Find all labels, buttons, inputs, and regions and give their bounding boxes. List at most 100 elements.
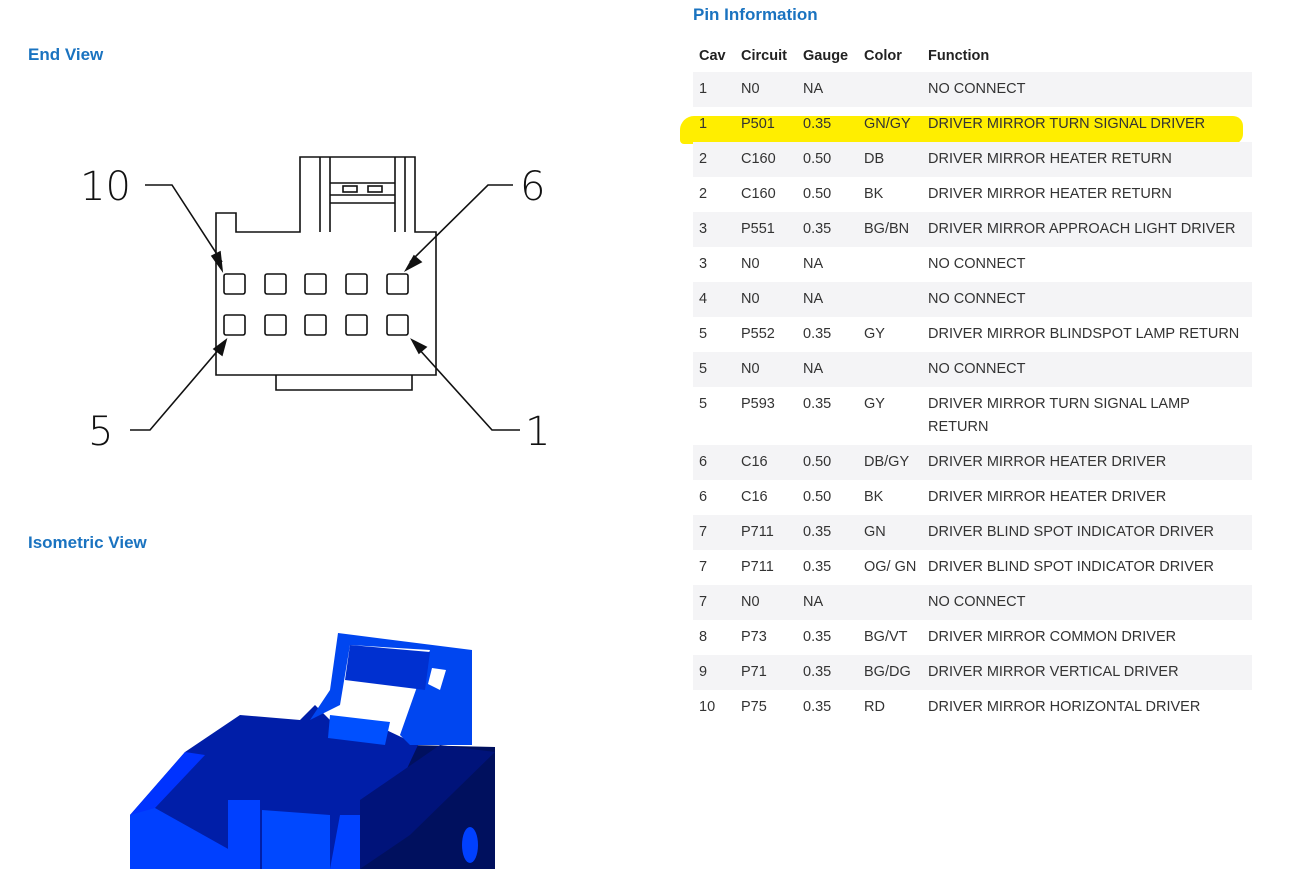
cell-cav: 3: [699, 256, 708, 272]
cell-color: OG/ GN: [864, 559, 917, 575]
cavity-row-bottom: [223, 314, 409, 336]
cell-color: BG/BN: [858, 212, 922, 247]
table-row: 2 C160 0.50 BK DRIVER MIRROR HEATER RETURN: [693, 177, 1252, 212]
cell-color: [858, 352, 922, 387]
cell-circuit: N0: [735, 72, 797, 107]
cell-color: BK: [864, 186, 884, 202]
cell-circuit: C16: [735, 445, 797, 480]
end-view-title: End View: [28, 45, 104, 64]
cell-circuit: N0: [735, 585, 797, 620]
cell-circuit: P73: [741, 629, 767, 645]
cell-function: DRIVER MIRROR HEATER RETURN: [928, 186, 1172, 202]
cell-gauge: 0.50: [803, 489, 832, 505]
end-view-diagram: 10 6 5 1: [80, 156, 550, 455]
column-header-circuit: Circuit: [741, 48, 787, 64]
cell-cav: 1: [699, 116, 708, 132]
cell-cav: 3: [693, 212, 735, 247]
cavity-row-top: [223, 273, 409, 295]
cell-function: DRIVER BLIND SPOT INDICATOR DRIVER: [928, 559, 1215, 575]
highlight-marker: [680, 116, 1243, 144]
cell-gauge: NA: [797, 72, 858, 107]
cell-gauge: 0.35: [803, 326, 832, 342]
cell-function: NO CONNECT: [922, 352, 1252, 387]
cell-gauge: NA: [797, 282, 858, 317]
cell-function: DRIVER MIRROR HORIZONTAL DRIVER: [928, 699, 1201, 715]
cell-color: [858, 72, 922, 107]
cell-function: DRIVER MIRROR HEATER RETURN: [922, 142, 1252, 177]
cell-gauge: 0.35: [797, 212, 858, 247]
cell-color: BG/VT: [864, 629, 908, 645]
pin-label-5: 5: [88, 409, 113, 455]
pin-label-10: 10: [80, 164, 131, 210]
cell-color: DB: [858, 142, 922, 177]
cell-gauge: 0.35: [797, 655, 858, 690]
cell-color: GN: [858, 515, 922, 550]
cell-function: DRIVER MIRROR VERTICAL DRIVER: [922, 655, 1252, 690]
cell-cav: 9: [693, 655, 735, 690]
cell-circuit: P551: [735, 212, 797, 247]
cell-function: NO CONNECT: [922, 72, 1252, 107]
cell-cav: 7: [699, 559, 708, 575]
cell-circuit: C160: [741, 186, 776, 202]
table-row: 7 P711 0.35 OG/ GN DRIVER BLIND SPOT INDICAT…: [693, 550, 1252, 585]
cell-function: DRIVER MIRROR TURN SIGNAL DRIVER: [928, 116, 1206, 132]
cell-gauge: 0.50: [797, 445, 858, 480]
cell-function: NO CONNECT: [928, 256, 1026, 272]
pin-label-6: 6: [520, 164, 545, 210]
cell-function: DRIVER MIRROR BLINDSPOT LAMP RETURN: [928, 326, 1240, 342]
cell-circuit: N0: [735, 352, 797, 387]
cell-color: GY: [864, 396, 885, 412]
cell-gauge: NA: [803, 256, 824, 272]
cell-function: DRIVER MIRROR HEATER DRIVER: [922, 445, 1252, 480]
cell-gauge: 0.35: [803, 559, 832, 575]
cell-gauge: NA: [797, 352, 858, 387]
cell-circuit: P71: [735, 655, 797, 690]
cell-circuit: P552: [741, 326, 775, 342]
cell-cav: 2: [693, 142, 735, 177]
cell-cav: 10: [699, 699, 716, 715]
cell-function: DRIVER BLIND SPOT INDICATOR DRIVER: [922, 515, 1252, 550]
cell-color: [858, 282, 922, 317]
isometric-view-diagram: [130, 633, 495, 869]
cell-function: DRIVER MIRROR HEATER DRIVER: [928, 489, 1167, 505]
cell-cav: 5: [699, 326, 708, 342]
cell-gauge: 0.35: [803, 699, 832, 715]
column-header-color: Color: [864, 48, 902, 64]
cell-cav: 2: [699, 186, 708, 202]
cell-function: DRIVER MIRROR COMMON DRIVER: [928, 629, 1177, 645]
cell-gauge: 0.35: [803, 629, 832, 645]
cell-cav: 6: [699, 489, 708, 505]
cell-color: BG/DG: [858, 655, 922, 690]
cell-color: [858, 585, 922, 620]
cell-gauge: 0.50: [803, 186, 832, 202]
isometric-view-title: Isometric View: [28, 533, 147, 552]
cell-color: BK: [864, 489, 884, 505]
cell-cav: 7: [693, 585, 735, 620]
cell-function: NO CONNECT: [922, 282, 1252, 317]
cell-color: RD: [864, 699, 885, 715]
cell-function: DRIVER MIRROR TURN SIGNAL LAMP RETURN: [928, 396, 1190, 435]
cell-cav: 4: [693, 282, 735, 317]
cell-function: DRIVER MIRROR APPROACH LIGHT DRIVER: [922, 212, 1252, 247]
cell-color: [858, 247, 922, 282]
cell-circuit: P593: [741, 396, 775, 412]
cell-cav: 5: [693, 352, 735, 387]
cell-cav: 5: [699, 396, 708, 412]
column-header-gauge: Gauge: [803, 48, 849, 64]
cell-circuit: P711: [741, 559, 774, 575]
cell-gauge: 0.35: [803, 396, 832, 412]
cell-gauge: 0.50: [797, 142, 858, 177]
